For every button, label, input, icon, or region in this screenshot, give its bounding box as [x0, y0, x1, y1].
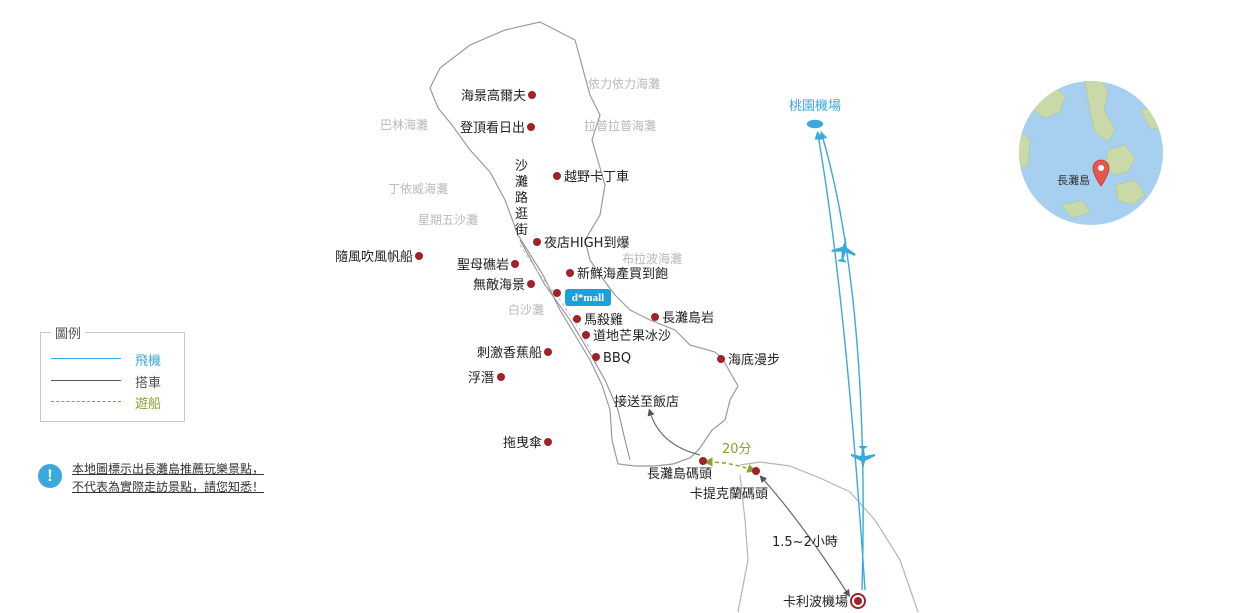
place-label-buggy: 越野卡丁車 — [564, 170, 629, 185]
place-pin[interactable] — [497, 373, 505, 381]
place-pin[interactable] — [651, 313, 659, 321]
beach-path — [519, 244, 599, 366]
beach-label: 依力依力海灘 — [588, 76, 660, 91]
legend-label: 飛機 — [134, 354, 161, 369]
place-label-golf: 海景高爾夫 — [461, 88, 526, 104]
drive-time-label: 1.5~2小時 — [772, 535, 838, 550]
place-label-kalibo: 卡利波機場 — [783, 595, 848, 610]
place-pin[interactable] — [752, 467, 760, 475]
legend-item-car: 搭車 — [51, 372, 181, 391]
disclaimer-line: 不代表為實際走訪景點，請您知悉！ — [72, 480, 265, 494]
place-pin[interactable] — [527, 123, 535, 131]
place-pin[interactable] — [527, 280, 535, 288]
legend-item-boat: 遊船 — [51, 393, 181, 412]
place-label-seawalk: 海底漫步 — [728, 352, 780, 368]
place-pin[interactable] — [553, 172, 561, 180]
boat-route — [703, 457, 757, 473]
legend-item-flight: 飛機 — [51, 350, 181, 369]
place-pin[interactable] — [511, 260, 519, 268]
place-label-islandrock: 長灘島岩 — [662, 311, 714, 326]
island-outline — [429, 21, 739, 467]
plane-icon — [851, 446, 875, 470]
legend-label: 遊船 — [134, 397, 161, 412]
place-pin[interactable] — [717, 355, 725, 363]
place-pin[interactable] — [582, 331, 590, 339]
place-label-mango: 道地芒果冰沙 — [593, 328, 671, 344]
transfer-arrow — [647, 408, 701, 456]
legend-label: 搭車 — [134, 376, 161, 391]
beach-label: 白沙灘 — [508, 302, 544, 317]
inset-globe: 長灘島 — [1019, 81, 1163, 225]
place-pin[interactable] — [566, 269, 574, 277]
taoyuan-airport-label: 桃園機場 — [789, 99, 841, 114]
place-label-parasail: 拖曳傘 — [503, 436, 542, 451]
disclaimer-text: 本地圖標示出長灘島推薦玩樂景點， 不代表為實際走訪景點，請您知悉！ — [72, 460, 264, 496]
place-label-sail: 隨風吹風帆船 — [335, 250, 413, 265]
place-pin[interactable] — [544, 348, 552, 356]
place-label-banana: 刺激香蕉船 — [477, 346, 542, 361]
shopping-street-label: 沙灘路逛街 — [515, 159, 528, 238]
kalibo-airport-marker-core — [854, 597, 862, 605]
legend-title: 圖例 — [51, 323, 86, 342]
place-pin[interactable] — [592, 353, 600, 361]
location-pin-icon — [1092, 159, 1110, 187]
dmall-badge-label: d*mall — [572, 292, 604, 304]
hotel-transfer-label: 接送至飯店 — [614, 394, 679, 410]
inset-label: 長灘島 — [1057, 173, 1090, 187]
place-label-night: 夜店HIGH到爆 — [544, 236, 629, 251]
place-pin[interactable] — [544, 438, 552, 446]
place-label-sunrise: 登頂看日出 — [460, 120, 525, 136]
legend: 圖例 飛機 搭車 遊船 — [40, 323, 185, 422]
place-pin[interactable] — [573, 315, 581, 323]
plane-icon — [831, 238, 856, 263]
dmall-badge[interactable] — [565, 289, 611, 306]
beach-label: 星期五沙灘 — [418, 213, 478, 227]
beach-label: 布拉波海灘 — [622, 251, 682, 266]
main-road — [519, 239, 631, 461]
place-label-bbq: BBQ — [603, 351, 631, 366]
place-pin[interactable] — [528, 91, 536, 99]
place-label-seafood: 新鮮海產買到飽 — [577, 266, 668, 282]
disclaimer-note: ! 本地圖標示出長灘島推薦玩樂景點， 不代表為實際走訪景點，請您知悉！ — [38, 460, 318, 500]
boat-time-label: 20分 — [722, 442, 752, 457]
place-pin[interactable] — [533, 238, 541, 246]
place-label-rock: 聖母礁岩 — [457, 257, 509, 273]
place-label-chicken: 馬殺雞 — [584, 313, 623, 328]
place-label-pier: 長灘島碼頭 — [647, 467, 712, 482]
flight-route-return — [819, 130, 864, 591]
beach-label: 丁依威海灘 — [388, 181, 448, 196]
place-pin[interactable] — [699, 457, 707, 465]
place-label-caticlan: 卡提克蘭碼頭 — [690, 486, 768, 502]
beach-label: 巴林海灘 — [380, 117, 428, 132]
disclaimer-line: 本地圖標示出長灘島推薦玩樂景點， — [72, 462, 265, 476]
mainland-coast-2 — [737, 474, 749, 613]
drive-route — [759, 475, 850, 598]
flight-route-outbound — [814, 130, 866, 591]
taoyuan-airport-marker — [805, 118, 825, 130]
place-pin[interactable] — [415, 252, 423, 260]
place-pin[interactable] — [553, 289, 561, 297]
exclamation-icon: ! — [38, 464, 62, 488]
beach-label: 拉普拉普海灘 — [584, 118, 656, 133]
place-label-snorkel: 浮潛 — [468, 371, 494, 386]
place-label-view: 無敵海景 — [473, 277, 525, 293]
